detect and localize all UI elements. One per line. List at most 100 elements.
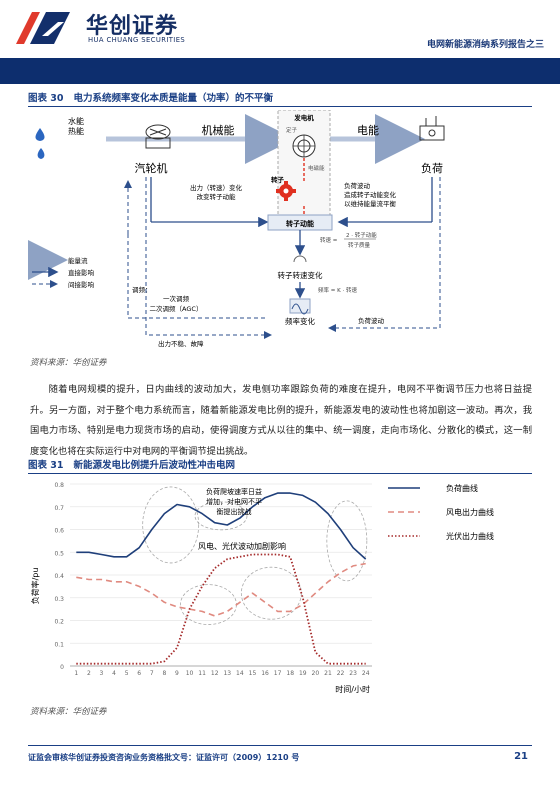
- water-energy-label: 水能: [68, 116, 84, 126]
- figure31-caption: 新能源发电比例提升后波动性冲击电网: [73, 460, 235, 471]
- legend-energy-flow: 能量流: [68, 256, 88, 265]
- freq-formula: 频率 = K · 转速: [318, 286, 357, 294]
- y-tick-label: 0.1: [54, 641, 64, 648]
- x-tick-label: 16: [261, 670, 269, 677]
- x-tick-label: 19: [299, 670, 307, 677]
- x-tick-label: 17: [274, 670, 282, 677]
- x-tick-label: 7: [150, 670, 154, 677]
- x-axis-label: 时间/小时: [335, 684, 370, 694]
- rotor-gear-icon: [276, 181, 296, 201]
- heat-energy-label: 热能: [68, 126, 84, 136]
- regulation-path: [127, 234, 268, 319]
- formula-prefix: 转速 =: [320, 236, 338, 244]
- y-tick-label: 0.8: [54, 482, 64, 489]
- elec-energy-label: 电能: [357, 123, 379, 137]
- figure30-title: 图表 30 电力系统频率变化本质是能量（功率）的不平衡: [28, 90, 273, 104]
- brand-name-en: HUA CHUANG SECURITIES: [88, 36, 186, 44]
- x-tick-label: 13: [223, 670, 231, 677]
- legend-label-3: 光伏出力曲线: [446, 531, 494, 541]
- freq-change-label: 频率变化: [285, 316, 315, 326]
- rotation-icon: [293, 255, 307, 263]
- x-tick-label: 9: [175, 670, 179, 677]
- figure30-rule: [28, 106, 532, 107]
- output-change-text-2: 改变转子动能: [197, 192, 237, 201]
- load-fluct-text-2: 造成转子动能变化: [344, 190, 397, 199]
- footer-rule: [28, 745, 532, 746]
- annotation-ramp-line1: 负荷爬坡速率日益: [206, 487, 262, 496]
- output-unstable-label: 出力不稳、故障: [158, 339, 204, 348]
- series-line-2: [76, 562, 366, 617]
- load-wave-path: [328, 177, 441, 332]
- y-axis-label: 负荷率/pu: [30, 568, 40, 605]
- output-unstable-path: [145, 177, 272, 339]
- annotation-ramp: 负荷爬坡速率日益 增加，对电网不平 衡提出挑战: [206, 487, 262, 516]
- highlight-ellipse: [180, 584, 237, 625]
- x-tick-label: 1: [74, 670, 78, 677]
- output-change-text-1: 出力（转速）变化: [190, 183, 243, 192]
- formula-numerator: 2 · 转子动能: [346, 231, 377, 239]
- x-tick-label: 10: [186, 670, 194, 677]
- y-tick-label: 0.5: [54, 550, 64, 557]
- turbine-icon: [145, 124, 171, 149]
- x-tick-label: 23: [349, 670, 357, 677]
- y-tick-label: 0.2: [54, 619, 64, 626]
- power-system-diagram: 发电机 定子 电磁能 转子 水能 热能 汽轮机 机械能 电能: [28, 110, 445, 348]
- rotor-kinetic-label: 转子动能: [286, 219, 314, 228]
- turbine-label: 汽轮机: [135, 161, 168, 175]
- generator-label: 发电机: [293, 113, 314, 122]
- header-bar: [0, 58, 560, 84]
- highlight-ellipse: [326, 500, 368, 582]
- x-tick-label: 18: [286, 670, 294, 677]
- x-tick-label: 11: [198, 670, 206, 677]
- load-fluct-text-1: 负荷波动: [344, 181, 371, 190]
- y-tick-label: 0.4: [54, 573, 64, 580]
- annotation-fluct: 风电、光伏波动加剧影响: [198, 541, 286, 551]
- figure31-rule: [28, 473, 532, 474]
- stator-icon: [292, 134, 316, 158]
- factory-icon: [419, 116, 445, 141]
- rotor-label: 转子: [271, 175, 285, 184]
- figure30-caption: 电力系统频率变化本质是能量（功率）的不平衡: [73, 93, 273, 104]
- wave-icon: [289, 298, 311, 315]
- brand-name: 华创证券: [86, 14, 179, 39]
- formula-denominator: 转子质量: [348, 241, 371, 249]
- diagram-legend: 能量流 直接影响 间接影响: [28, 240, 95, 289]
- company-logo: [12, 6, 74, 46]
- legend-indirect: 间接影响: [68, 280, 95, 289]
- load-label: 负荷: [421, 161, 443, 175]
- figure31-title: 图表 31 新能源发电比例提升后波动性冲击电网: [28, 457, 235, 471]
- highlight-ellipse: [194, 501, 248, 531]
- x-tick-label: 2: [87, 670, 91, 677]
- load-fluct-text-3: 以维持能量流平衡: [344, 199, 397, 208]
- load-wave-label: 负荷波动: [358, 316, 385, 325]
- figure31-source: 资料来源：华创证券: [30, 707, 107, 717]
- series-line-3: [76, 553, 366, 665]
- legend-direct: 直接影响: [68, 268, 95, 277]
- x-tick-label: 4: [112, 670, 116, 677]
- stator-label: 定子: [286, 126, 298, 134]
- highlight-ellipse: [142, 486, 200, 564]
- x-tick-label: 15: [249, 670, 257, 677]
- page-number: 21: [514, 751, 528, 762]
- x-tick-label: 6: [137, 670, 141, 677]
- series-line-1: [76, 492, 367, 560]
- figure30-label: 图表 30: [28, 93, 64, 104]
- x-tick-label: 22: [337, 670, 345, 677]
- secondary-regulation-label: 二次调频（AGC）: [150, 304, 203, 313]
- x-tick-label: 12: [211, 670, 219, 677]
- primary-regulation-label: 一次调频: [163, 294, 190, 303]
- annotation-ramp-line3: 衡提出挑战: [217, 507, 252, 516]
- x-tick-label: 21: [324, 670, 332, 677]
- chart-series: [76, 492, 367, 665]
- figure31-label: 图表 31: [28, 460, 64, 471]
- y-tick-label: 0: [60, 664, 64, 671]
- fire-icon: [37, 148, 45, 159]
- x-tick-label: 5: [125, 670, 129, 677]
- report-title: 电网新能源消纳系列报告之三: [426, 40, 544, 50]
- mech-energy-label: 机械能: [202, 123, 235, 137]
- figure30-source: 资料来源：华创证券: [30, 358, 107, 368]
- highlight-ellipses: [142, 486, 368, 625]
